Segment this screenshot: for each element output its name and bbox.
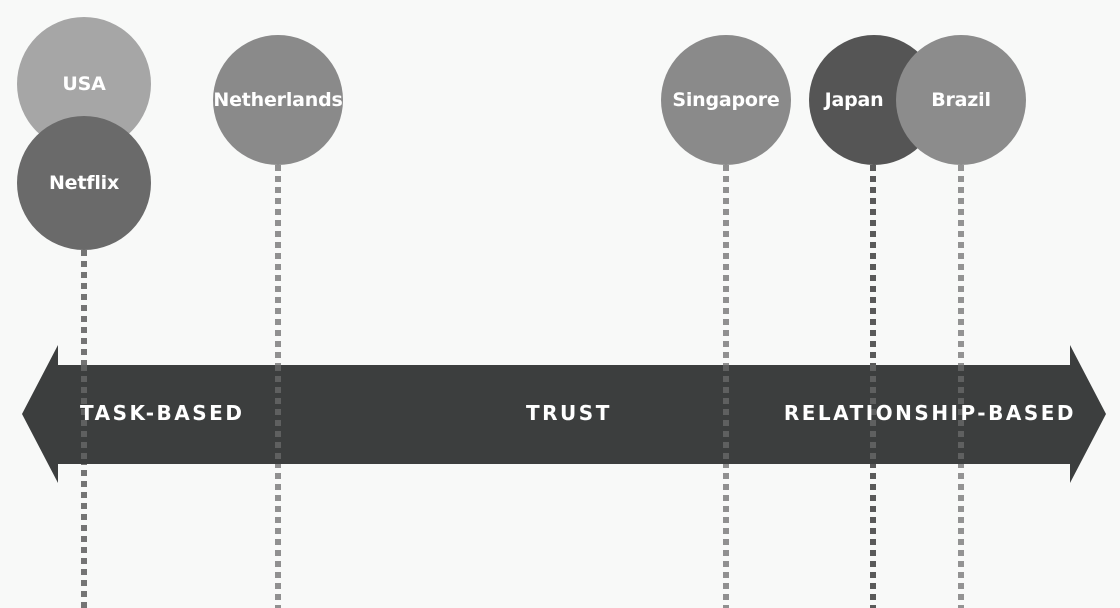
marker-netflix: Netflix: [17, 116, 151, 250]
marker-label: Japan: [824, 89, 884, 111]
marker-label: Netflix: [48, 172, 120, 194]
double-arrow: [22, 345, 1106, 483]
marker-brazil: Brazil: [896, 35, 1026, 165]
marker-netherlands: Netherlands: [213, 35, 343, 165]
marker-label: Netherlands: [213, 89, 343, 111]
marker-label: Singapore: [672, 89, 780, 111]
marker-label: Brazil: [931, 89, 991, 111]
marker-singapore: Singapore: [661, 35, 791, 165]
marker-label: USA: [62, 73, 106, 95]
scale-right-label: RELATIONSHIP-BASED: [783, 401, 1076, 425]
scale-center-label: TRUST: [526, 401, 612, 425]
scale-left-label: TASK-BASED: [80, 401, 245, 425]
